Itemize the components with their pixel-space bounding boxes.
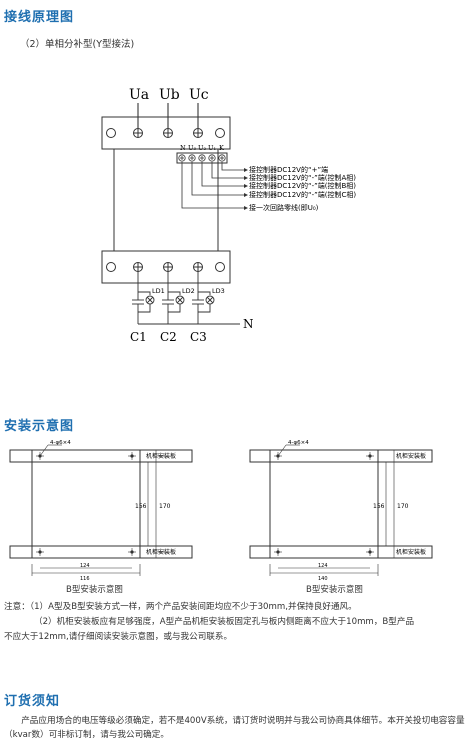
right-dim-outer-w: 140 xyxy=(318,576,328,582)
install-note-2: （2）机柜安装板应有足够强度，A型产品机柜安装板固定孔与板内侧距离不应大于10m… xyxy=(34,617,415,627)
phase-label-uc: Uc xyxy=(189,87,209,103)
capacitor-label-c3: C3 xyxy=(190,330,207,344)
right-dim-inner-h: 156 xyxy=(373,503,385,510)
install-diagram-left: 4-φ6×4 机柜安装板 机柜安装板 156 170 124 116 xyxy=(9,440,193,582)
wiring-subtitle: （2）单相分补型(Y型接法) xyxy=(20,39,135,50)
order-section-title: 订货须知 xyxy=(4,694,61,709)
left-dim-outer-h: 170 xyxy=(159,503,171,510)
wiring-diagram: Ua Ub Uc N U₃ U₂ U₁ K xyxy=(101,87,356,344)
left-hole-spec: 4-φ6×4 xyxy=(50,440,71,446)
terminal-label-k: K xyxy=(219,144,224,152)
wiring-section-title: 接线原理图 xyxy=(4,10,75,25)
led-label-3: LD3 xyxy=(212,287,225,295)
capacitor-label-c2: C2 xyxy=(160,330,177,344)
install-note-3: 不应大于12mm,请仔细阅读安装示意图，或与我公司联系。 xyxy=(4,632,233,642)
neutral-label: N xyxy=(243,317,254,331)
annotation-minus-b: 接控制器DC12V的“-”端(控制B相) xyxy=(249,181,356,190)
right-dim-inner-w: 124 xyxy=(318,563,328,569)
install-left-caption: B型安装示意图 xyxy=(66,585,123,595)
phase-label-ub: Ub xyxy=(159,87,180,103)
top-terminal-row xyxy=(106,128,225,138)
terminal-label-n: N xyxy=(180,144,186,152)
capacitor-label-c1: C1 xyxy=(130,330,147,344)
switch-device xyxy=(101,116,231,284)
right-board-top-label: 机柜安装板 xyxy=(396,452,426,460)
led-label-1: LD1 xyxy=(152,287,165,295)
led-label-2: LD2 xyxy=(182,287,195,295)
install-diagram-right: 4-φ6×4 机柜安装板 机柜安装板 156 170 124 140 xyxy=(249,440,433,582)
terminal-label-u1: U₁ xyxy=(208,144,216,152)
left-dim-inner-h: 156 xyxy=(135,503,147,510)
install-note-1: 注意：（1）A型及B型安装方式一样，两个产品安装间距均应不少于30mm,并保持良… xyxy=(4,602,357,612)
left-dim-inner-w: 124 xyxy=(80,563,90,569)
left-board-bottom-label: 机柜安装板 xyxy=(146,548,176,556)
install-section-title: 安装示意图 xyxy=(4,419,75,434)
right-dim-outer-h: 170 xyxy=(397,503,409,510)
control-terminal-strip: N U₃ U₂ U₁ K xyxy=(176,144,248,210)
order-text: 产品应用场合的电压等级必须确定，若不是400V系统，请订货时说明并与我公司协商具… xyxy=(4,716,465,740)
phase-label-ua: Ua xyxy=(129,87,149,103)
annotation-neutral: 接一次回路零线(即U₀) xyxy=(249,203,319,212)
install-right-caption: B型安装示意图 xyxy=(306,585,363,595)
annotation-minus-a: 接控制器DC12V的“-”端(控制A相) xyxy=(249,173,356,182)
bottom-terminal-row xyxy=(106,262,225,272)
terminal-label-u3: U₃ xyxy=(188,144,196,152)
annotation-minus-c: 接控制器DC12V的“-”端(控制C相) xyxy=(249,190,356,199)
right-board-bottom-label: 机柜安装板 xyxy=(396,548,426,556)
capacitor-circuit xyxy=(132,271,240,325)
terminal-label-u2: U₂ xyxy=(198,144,206,152)
right-hole-spec: 4-φ6×4 xyxy=(288,440,309,446)
annotation-plus: 接控制器DC12V的“+”端 xyxy=(249,165,328,174)
left-board-top-label: 机柜安装板 xyxy=(146,452,176,460)
left-dim-outer-w: 116 xyxy=(80,576,90,582)
